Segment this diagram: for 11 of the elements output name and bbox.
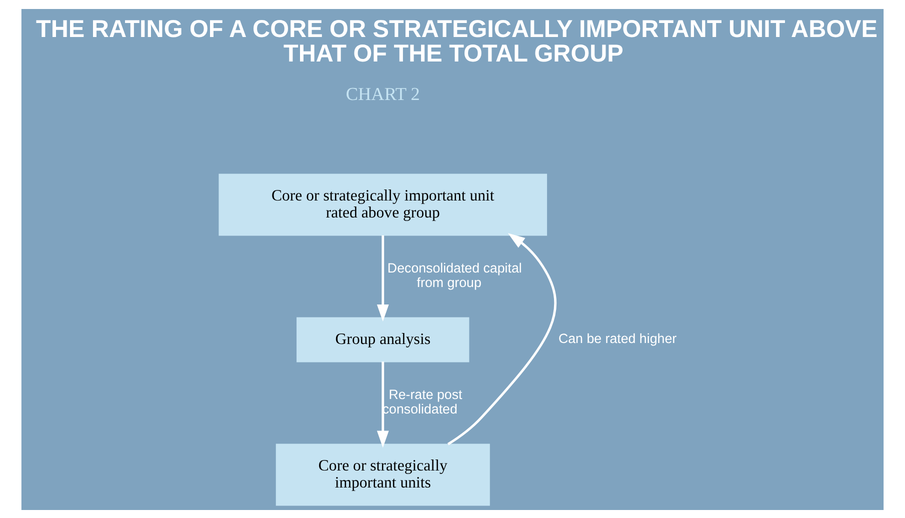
- arrow: [376, 234, 389, 322]
- arrow: [447, 232, 556, 445]
- label: CHART 2: [346, 84, 420, 104]
- edge-label: Re-rate post consolidated: [382, 386, 462, 416]
- node-box: Core or strategically important units: [276, 443, 490, 506]
- arrow: [376, 361, 389, 448]
- node-box: Core or strategically important unit rated above group: [218, 173, 548, 236]
- edge-label: Deconsolidated capital from group: [387, 260, 522, 290]
- diagram-title: THE RATING OF A CORE OR STRATEGICALLY IMPORTANT UNIT ABOVE THAT OF THE TOTAL GROUP: [36, 15, 878, 67]
- edge-label: Can be rated higher: [558, 330, 677, 346]
- node-box: Group analysis: [296, 316, 470, 362]
